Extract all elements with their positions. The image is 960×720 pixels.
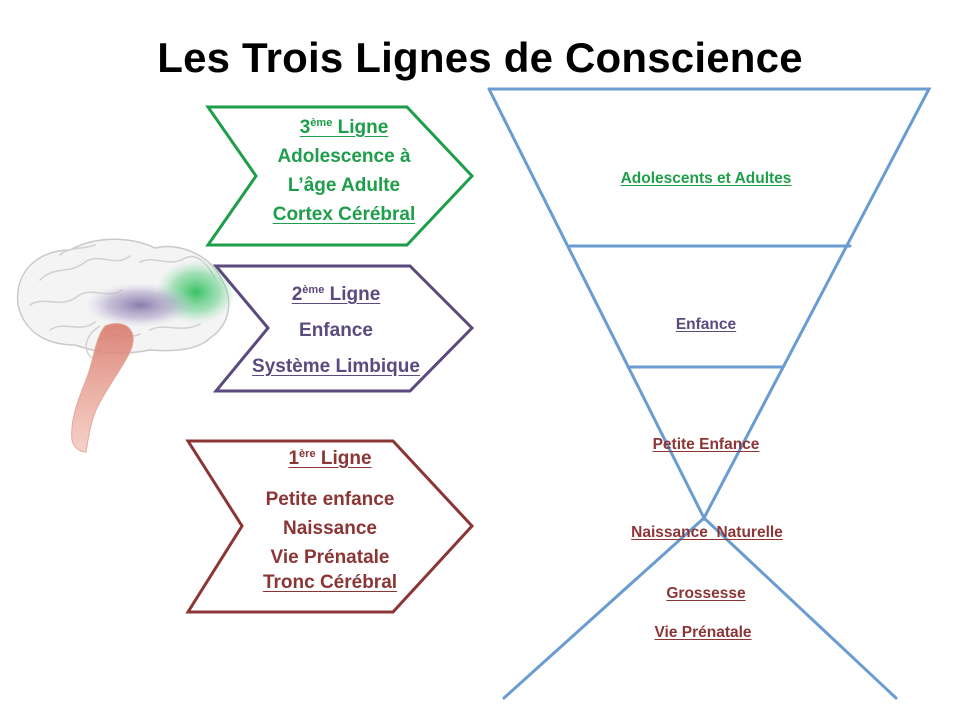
first-line-brain-region: Tronc Cérébral <box>262 572 398 593</box>
funnel-label-pregnancy: Grossesse <box>666 585 746 602</box>
second-line-brain-region: Système Limbique <box>252 356 420 377</box>
first-line-heading: 1ère Ligne <box>288 448 372 469</box>
chevron-third-line <box>205 105 475 247</box>
third-line-age-1: Adolescence à <box>277 146 411 167</box>
consciousness-funnel <box>487 87 932 700</box>
funnel-label-childhood: Enfance <box>675 316 737 333</box>
third-line-age-2: L’âge Adulte <box>287 175 401 196</box>
first-line-text: 1ère Ligne Petite enfance Naissance Vie … <box>232 444 428 597</box>
funnel-label-prenatal-life: Vie Prénatale <box>654 624 752 641</box>
second-line-text: 2ème Ligne Enfance Système Limbique <box>238 277 434 385</box>
third-line-text: 3ème Ligne Adolescence à L’âge Adulte Co… <box>246 113 442 229</box>
funnel-label-natural-birth: Naissance Naturelle <box>631 524 783 541</box>
second-line-heading: 2ème Ligne <box>291 284 381 305</box>
funnel-label-early-childhood: Petite Enfance <box>652 436 760 453</box>
third-line-brain-region: Cortex Cérébral <box>272 204 416 225</box>
page-title: Les Trois Lignes de Conscience <box>157 34 803 81</box>
third-line-heading: 3ème Ligne <box>299 117 389 138</box>
brain-illustration <box>16 238 236 453</box>
second-line-age: Enfance <box>299 320 373 341</box>
first-line-age-3: Vie Prénatale <box>270 547 390 568</box>
funnel-label-adolescents-adults: Adolescents et Adultes <box>620 170 792 187</box>
first-line-age-1: Petite enfance <box>265 489 395 510</box>
chevron-first-line <box>185 439 475 614</box>
first-line-age-2: Naissance <box>282 518 377 539</box>
chevron-second-line <box>212 264 475 393</box>
